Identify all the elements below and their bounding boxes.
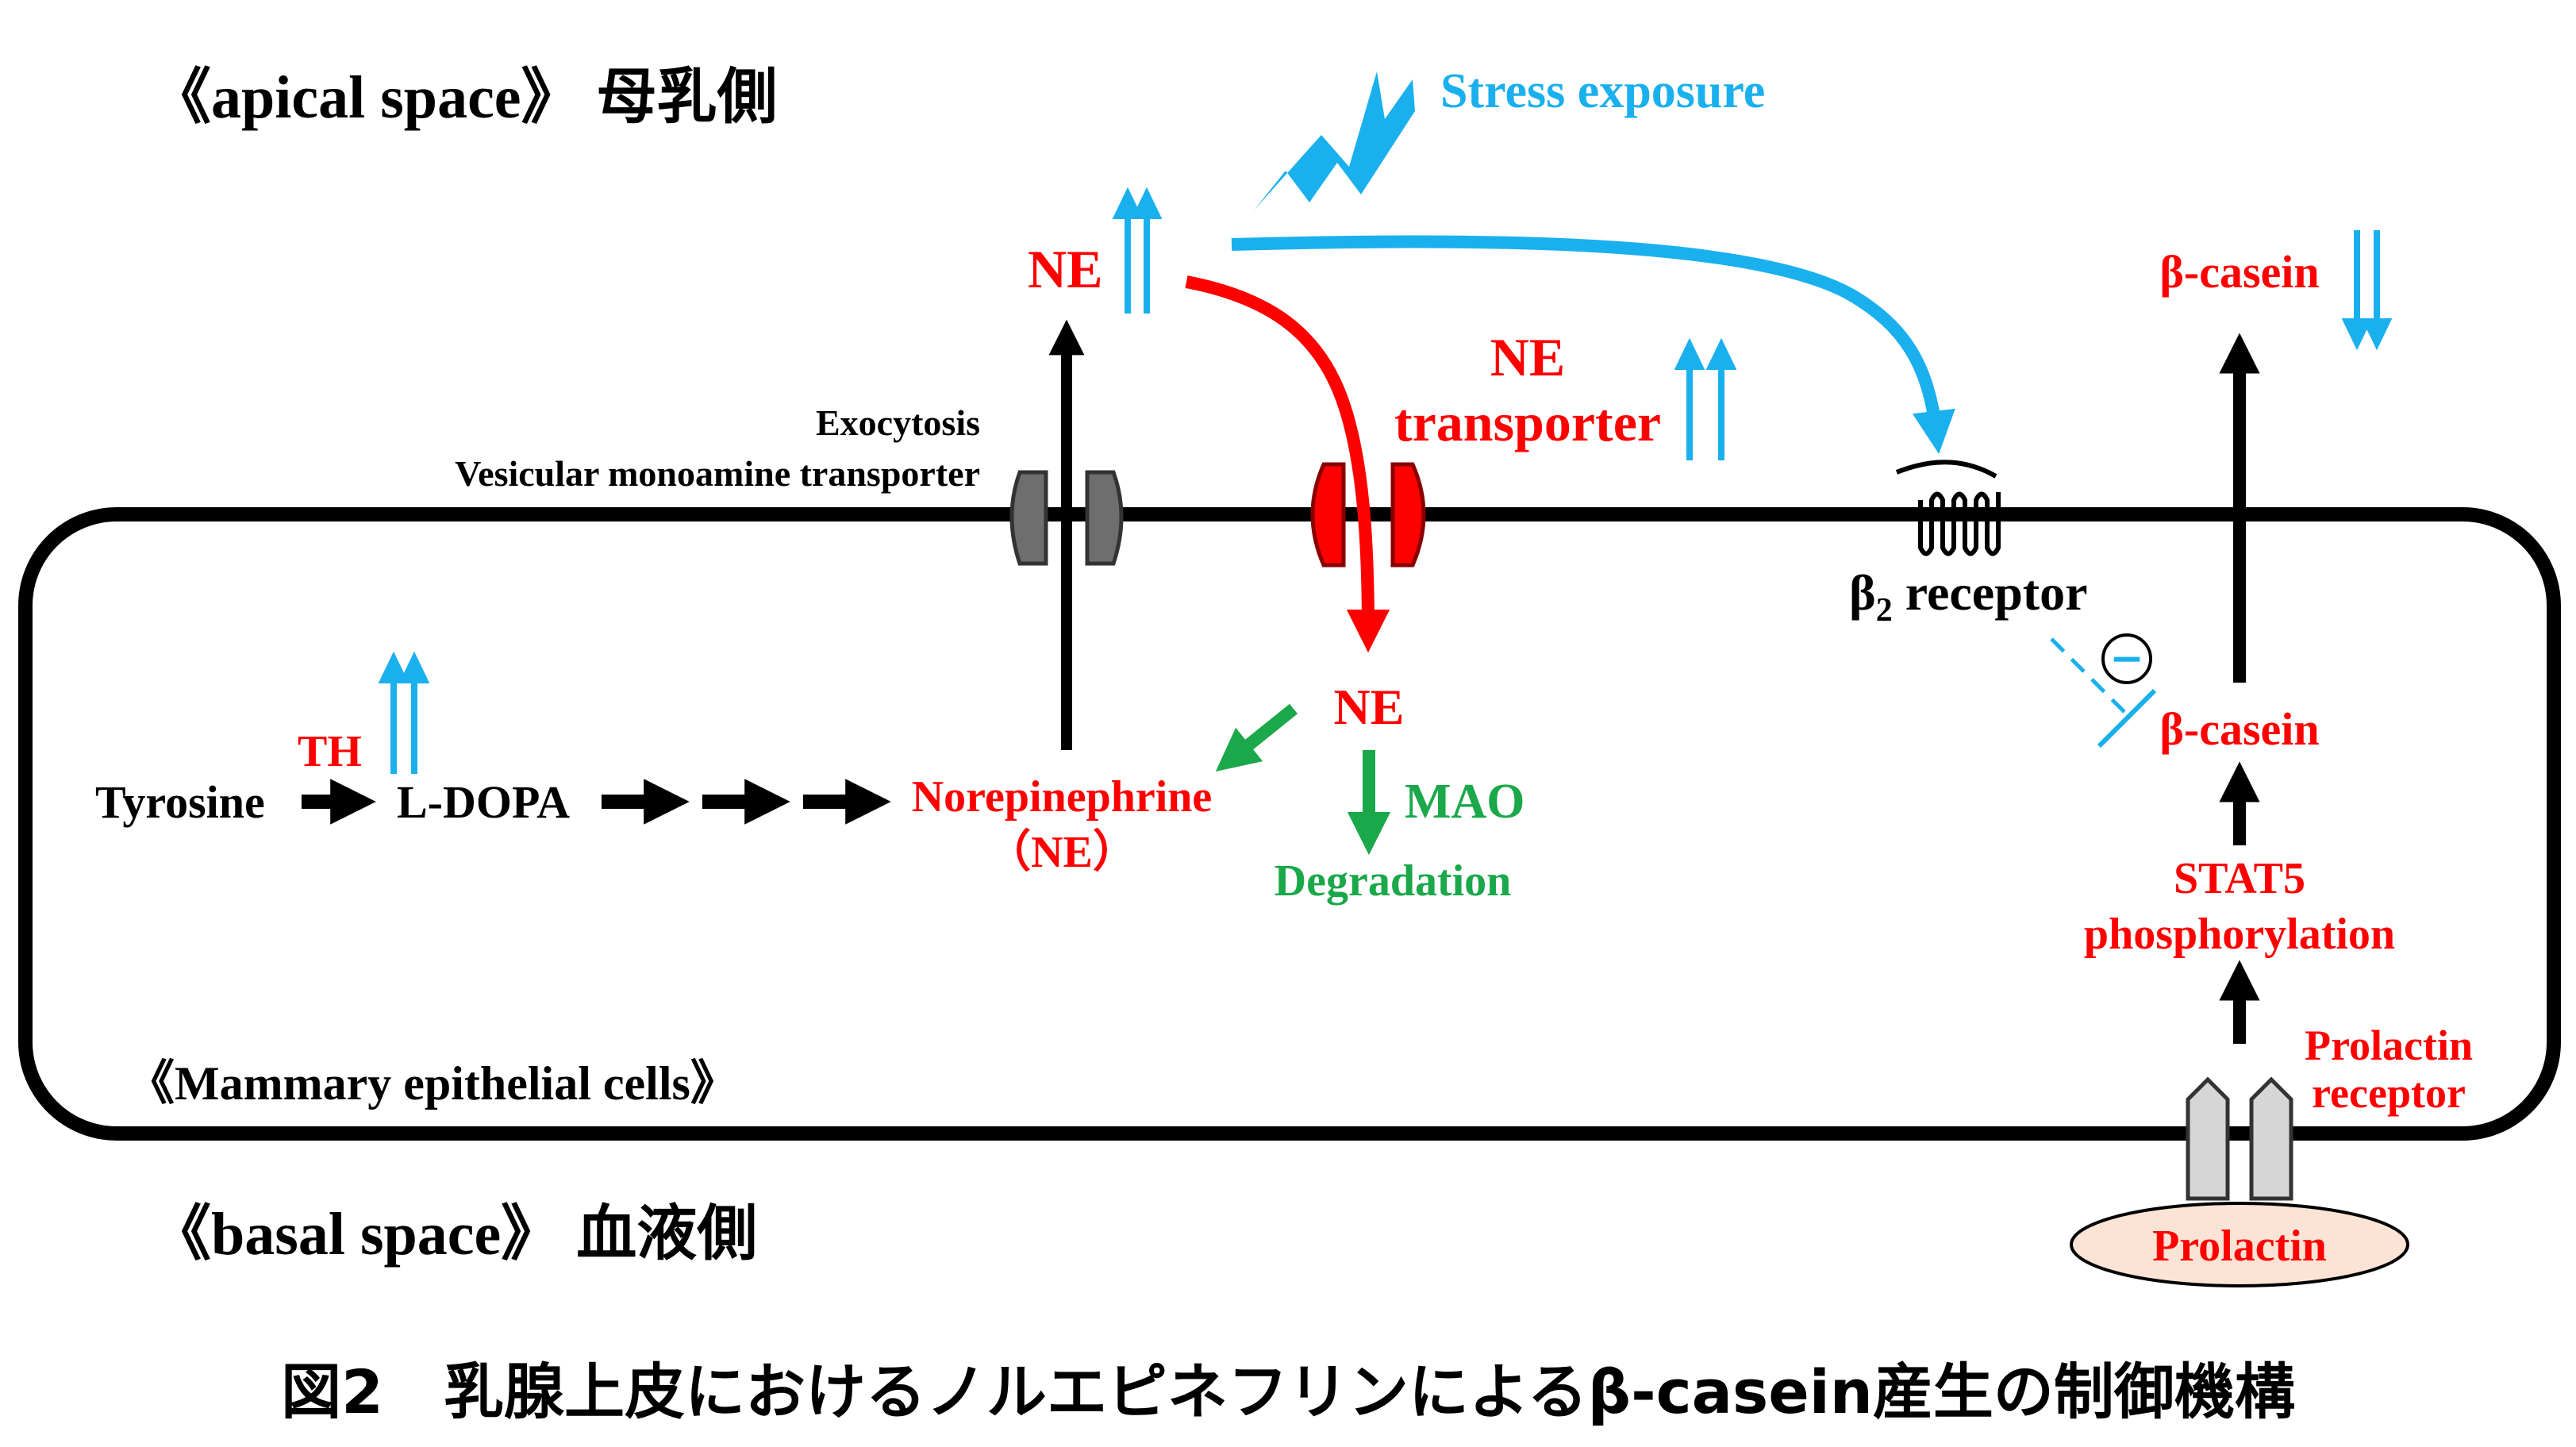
ldopa-label: L-DOPA bbox=[397, 776, 570, 828]
ne-reuptake-arrow bbox=[1185, 275, 1390, 653]
prolactin-label: Prolactin bbox=[2152, 1222, 2327, 1271]
figure-caption: 図2 乳腺上皮におけるノルエピネフリンによるβ-casein産生の制御機構 bbox=[281, 1357, 2295, 1427]
th-increase-icon bbox=[378, 651, 430, 774]
beta-casein-mid-label: β-casein bbox=[2159, 703, 2319, 755]
basal-space-label: 《basal space》 血液側 bbox=[151, 1201, 757, 1268]
stress-lightning-icon bbox=[1254, 71, 1415, 210]
prolactin-receptor-icon bbox=[2186, 1076, 2293, 1201]
ne-mid-label: NE bbox=[1334, 679, 1405, 735]
ne-top-increase-icon bbox=[1112, 187, 1163, 314]
stress-exposure-label: Stress exposure bbox=[1440, 64, 1765, 118]
apical-space-label: 《apical space》 母乳側 bbox=[151, 64, 778, 131]
beta2-inhibition-line bbox=[2050, 637, 2128, 716]
stat5-label: STAT5 bbox=[2174, 854, 2305, 903]
ne-recycle-arrow bbox=[1215, 703, 1298, 772]
ne-paren-label: （NE） bbox=[986, 827, 1137, 877]
vmat-channel bbox=[1009, 470, 1124, 566]
cell-membrane bbox=[18, 507, 2561, 1141]
ne-transporter-label-2: transporter bbox=[1394, 392, 1661, 452]
inhibition-minus: − bbox=[2109, 635, 2144, 683]
ne-transporter-channel bbox=[1310, 462, 1426, 568]
beta-casein-top-label: β-casein bbox=[2159, 246, 2319, 298]
inhibition-circle-icon bbox=[2101, 633, 2152, 684]
ne-transporter-label-1: NE bbox=[1490, 327, 1565, 387]
mao-label: MAO bbox=[1405, 775, 1525, 829]
beta-casein-decrease-icon bbox=[2341, 230, 2393, 351]
th-enzyme-label: TH bbox=[298, 727, 362, 776]
cell-label: 《Mammary epithelial cells》 bbox=[127, 1057, 738, 1110]
prolactin-ligand bbox=[2070, 1202, 2409, 1287]
beta2-receptor-icon bbox=[1895, 460, 2001, 556]
ne-transporter-increase-icon bbox=[1674, 337, 1737, 460]
prolactin-receptor-label-2: receptor bbox=[2312, 1069, 2466, 1117]
ne-top-label: NE bbox=[1028, 239, 1102, 299]
vmat-label: Vesicular monoamine transporter bbox=[455, 453, 980, 494]
norepinephrine-label: Norepinephrine bbox=[912, 772, 1213, 822]
degradation-label: Degradation bbox=[1275, 856, 1512, 906]
prolactin-receptor-label-1: Prolactin bbox=[2305, 1022, 2473, 1069]
tyrosine-label: Tyrosine bbox=[95, 776, 265, 828]
phosphorylation-label: phosphorylation bbox=[2084, 910, 2395, 959]
inhibition-bar bbox=[2097, 688, 2157, 749]
stress-to-receptor-arrow bbox=[1231, 235, 1955, 455]
beta2-receptor-label: β2 receptor bbox=[1849, 564, 2088, 629]
exocytosis-label: Exocytosis bbox=[816, 402, 980, 443]
